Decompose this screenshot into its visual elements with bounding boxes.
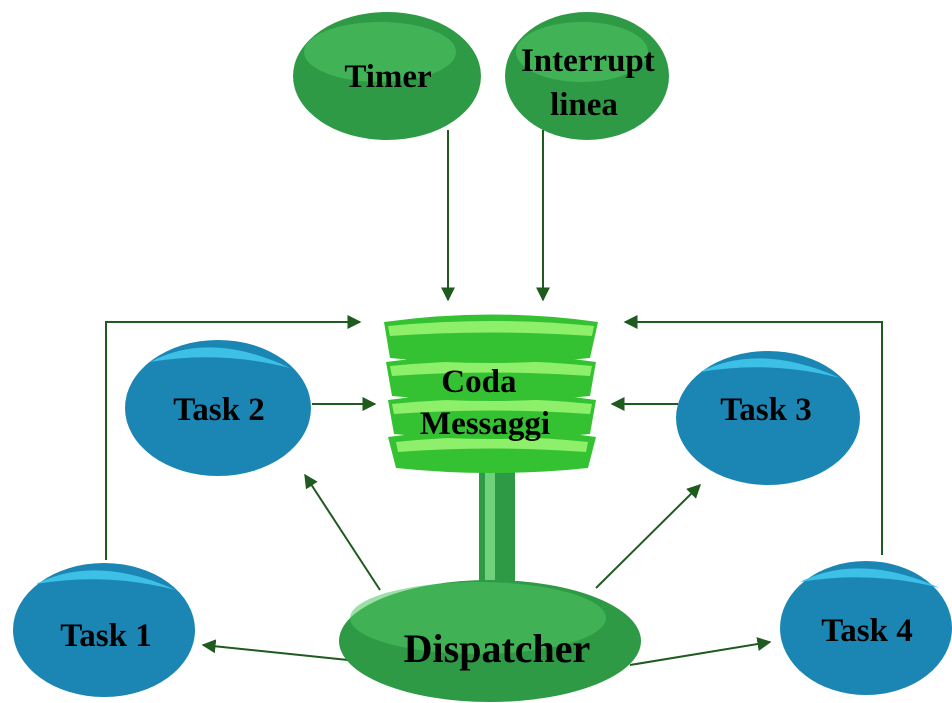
interrupt-label-line2: linea [550, 87, 618, 123]
dispatcher-label: Dispatcher [404, 626, 591, 671]
task2-node: Task 2 [125, 340, 311, 476]
dispatcher-node: Dispatcher [339, 580, 641, 702]
task3-node: Task 3 [676, 351, 860, 485]
task4-label: Task 4 [821, 613, 912, 649]
dispatcher-to-task4-arrow [629, 637, 772, 666]
queue-label-line1: Coda [441, 364, 516, 400]
task1-to-queue-arrow [105, 315, 362, 560]
task1-label: Task 1 [60, 618, 151, 654]
task1-node: Task 1 [13, 563, 195, 697]
task4-node: Task 4 [780, 561, 952, 695]
task4-to-queue-arrow [623, 315, 883, 555]
task3-label: Task 3 [720, 392, 811, 428]
interrupt-label: Interrupt linea [521, 43, 663, 123]
message-queue-node: Coda Messaggi [384, 314, 598, 473]
timer-label: Timer [344, 59, 431, 95]
dispatcher-to-task1-arrow [201, 639, 349, 661]
interrupt-label-line1: Interrupt [521, 43, 655, 79]
queue-label-line2: Messaggi [420, 406, 550, 442]
dispatcher-to-task2-arrow [304, 473, 381, 591]
dispatcher-to-task3-arrow [595, 484, 701, 589]
queue-pole [479, 455, 515, 585]
task2-label: Task 2 [173, 392, 264, 428]
queue-label: Coda Messaggi [420, 364, 550, 442]
connectors [105, 130, 883, 666]
timer-node: Timer [293, 12, 481, 140]
interrupt-node: Interrupt linea [505, 12, 669, 140]
